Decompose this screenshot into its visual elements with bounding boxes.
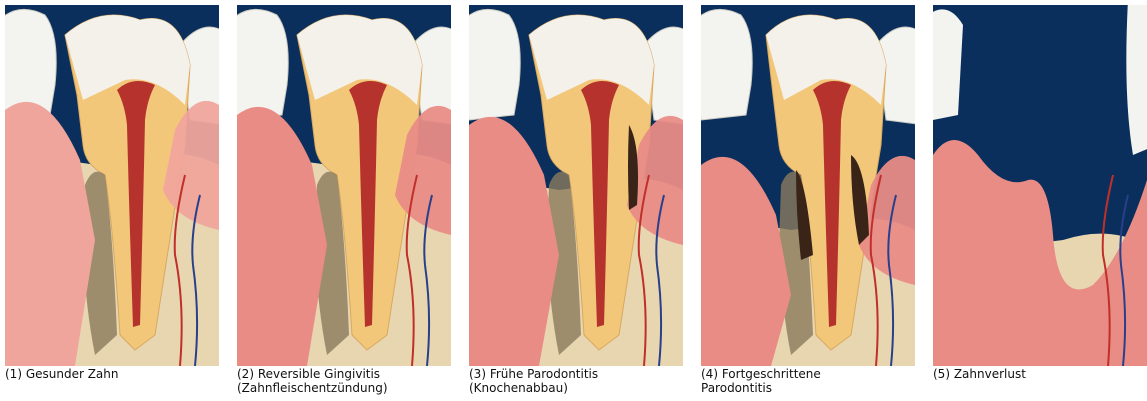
neighbor-tooth-left [469,9,520,120]
caption-line-1: (4) Fortgeschrittene [701,367,915,381]
caption-tooth-loss: (5) Zahnverlust [933,367,1147,381]
panel-healthy-tooth [5,5,219,366]
caption-advanced-periodontitis: (4) Fortgeschrittene Parodontitis [701,367,915,395]
tooth-illustration [701,5,915,366]
tooth-illustration [933,5,1147,366]
tooth-illustration [5,5,219,366]
neighbor-tooth-left [933,9,963,120]
caption-line-1: (5) Zahnverlust [933,367,1147,381]
panel-advanced-periodontitis [701,5,915,366]
neighbor-tooth-left [701,9,752,120]
tooth-illustration [469,5,683,366]
panel-early-periodontitis [469,5,683,366]
caption-line-1: (1) Gesunder Zahn [5,367,219,381]
caption-line-2: (Zahnfleischentzündung) [237,381,451,395]
neighbor-tooth-left [237,9,288,120]
caption-line-2: Parodontitis [701,381,915,395]
caption-line-1: (2) Reversible Gingivitis [237,367,451,381]
panel-gingivitis [237,5,451,366]
caption-line-2: (Knochenabbau) [469,381,683,395]
caption-gingivitis: (2) Reversible Gingivitis (Zahnfleischen… [237,367,451,395]
panel-tooth-loss [933,5,1147,366]
tooth-illustration [237,5,451,366]
caption-healthy-tooth: (1) Gesunder Zahn [5,367,219,381]
caption-early-periodontitis: (3) Frühe Parodontitis (Knochenabbau) [469,367,683,395]
caption-line-1: (3) Frühe Parodontitis [469,367,683,381]
